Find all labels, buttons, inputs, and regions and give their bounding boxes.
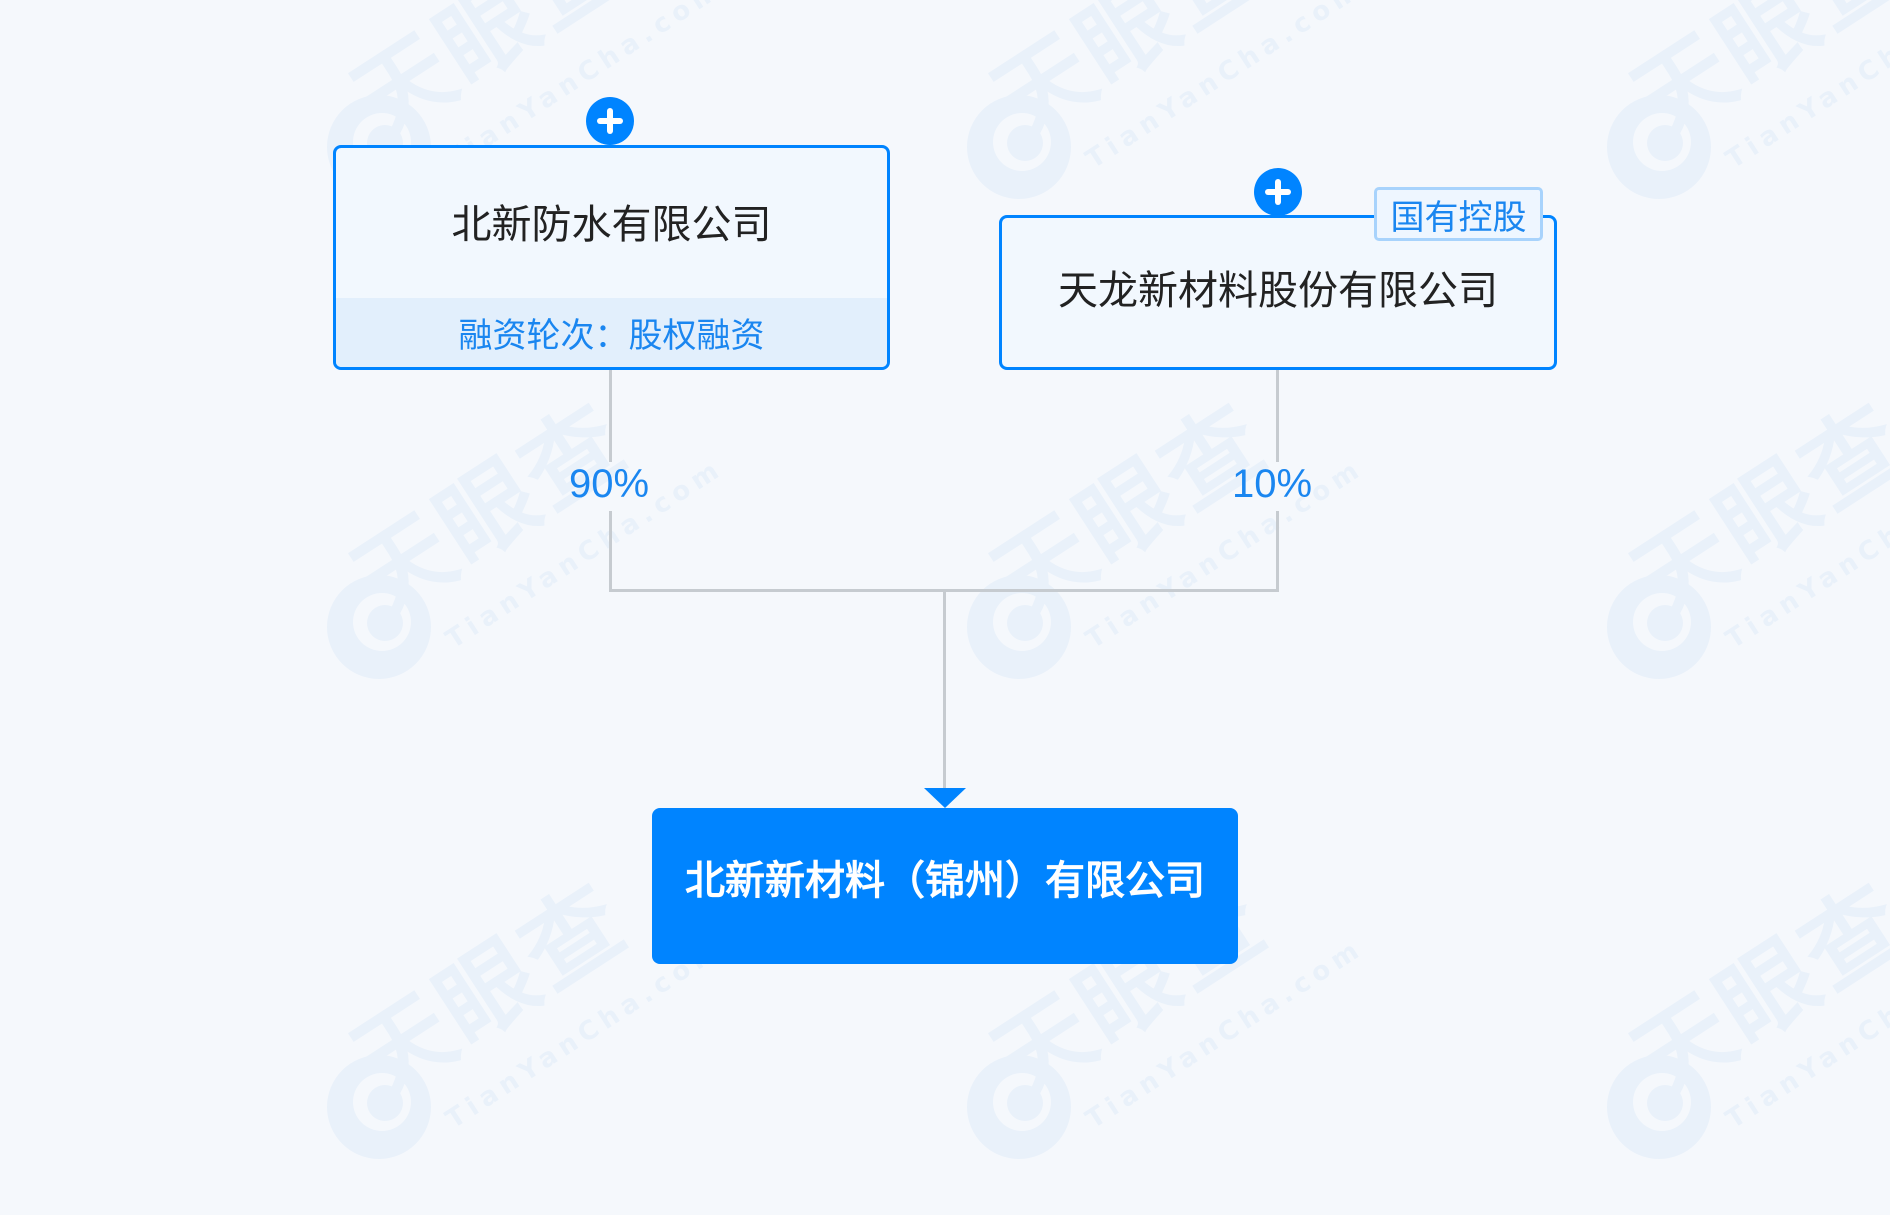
watermark-text: 天眼查: [973, 0, 1286, 160]
watermark: 天眼查 TianYanCha.com: [1607, 862, 1890, 1215]
tianyancha-logo-icon: [327, 1055, 431, 1159]
watermark-text: 天眼查: [333, 862, 646, 1120]
financing-round-info: 融资轮次：股权融资: [336, 298, 887, 367]
watermark: 天眼查 TianYanCha.com: [1607, 382, 1890, 735]
watermark-url: TianYanCha.com: [1720, 0, 1890, 175]
watermark-url: TianYanCha.com: [1080, 0, 1370, 175]
tianyancha-logo-icon: [1607, 1055, 1711, 1159]
connector-left-upper: [609, 369, 612, 462]
tianyancha-logo-icon: [1607, 575, 1711, 679]
shareholder-name[interactable]: 北新防水有限公司: [451, 202, 772, 248]
watermark-text: 天眼查: [1613, 0, 1890, 160]
tianyancha-logo-icon: [967, 95, 1071, 199]
watermark-url: TianYanCha.com: [1720, 453, 1890, 655]
watermark-text: 天眼查: [1613, 382, 1890, 640]
state-owned-badge: 国有控股: [1374, 187, 1543, 241]
tianyancha-logo-icon: [1607, 95, 1711, 199]
watermark: 天眼查 TianYanCha.com: [967, 862, 1387, 1215]
watermark: 天眼查 TianYanCha.com: [967, 382, 1387, 735]
target-company-name: 北新新材料（锦州）有限公司: [685, 858, 1205, 904]
watermark: 天眼查 TianYanCha.com: [327, 862, 747, 1215]
watermark-url: TianYanCha.com: [1720, 933, 1890, 1135]
tianyancha-logo-icon: [327, 575, 431, 679]
expand-button-right[interactable]: [1254, 168, 1302, 216]
watermark-text: 天眼查: [1613, 862, 1890, 1120]
target-company-node[interactable]: 北新新材料（锦州）有限公司: [652, 808, 1238, 964]
shareholder-name[interactable]: 天龙新材料股份有限公司: [1058, 268, 1498, 314]
watermark: 天眼查 TianYanCha.com: [1607, 0, 1890, 255]
connector-right-lower: [1276, 511, 1279, 592]
connector-right-upper: [1276, 369, 1279, 462]
connector-left-lower: [609, 511, 612, 592]
watermark: 天眼查 TianYanCha.com: [327, 382, 747, 735]
arrow-down-icon: [924, 788, 966, 808]
expand-button-left[interactable]: [586, 97, 634, 145]
share-percent-right: 10%: [1231, 462, 1313, 506]
connector-center: [943, 589, 946, 789]
shareholder-node-beixin-waterproof[interactable]: 北新防水有限公司 融资轮次：股权融资: [333, 145, 890, 370]
share-percent-left: 90%: [568, 462, 650, 506]
tianyancha-logo-icon: [967, 1055, 1071, 1159]
